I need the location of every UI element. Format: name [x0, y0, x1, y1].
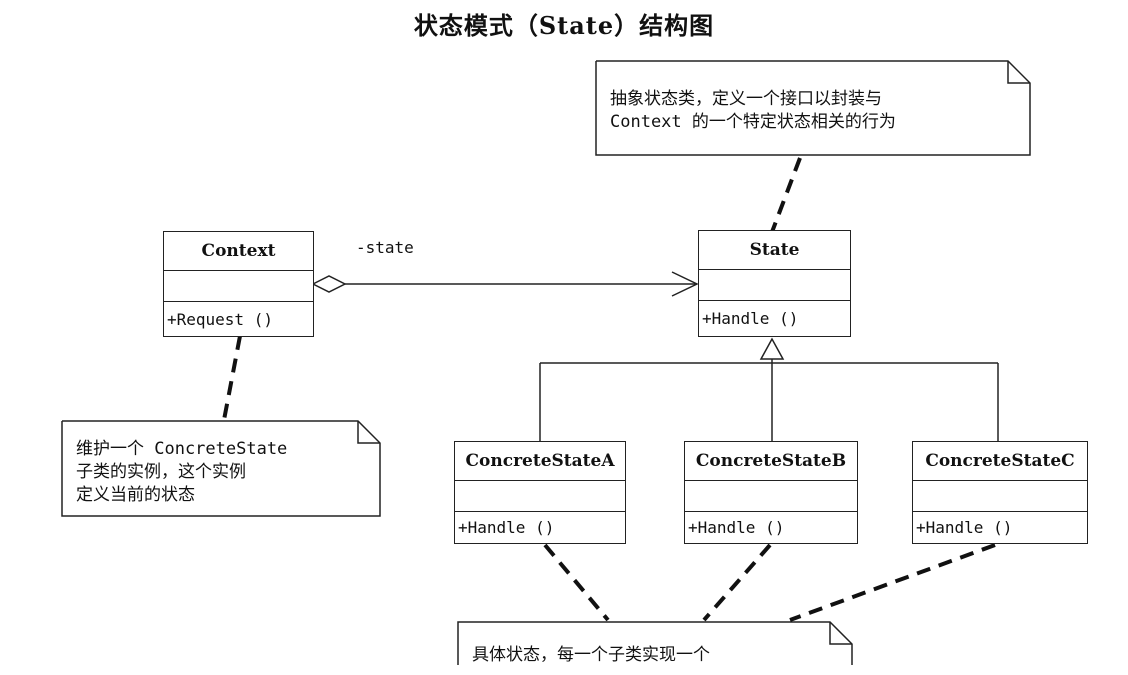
class-name: ConcreteStateA	[455, 442, 625, 481]
context-note-anchor	[222, 335, 242, 421]
context-note: 维护一个 ConcreteState 子类的实例，这个实例 定义当前的状态	[64, 430, 364, 515]
concrete-note-outline	[457, 621, 853, 665]
concrete-state-c-class: ConcreteStateC +Handle ()	[912, 441, 1088, 544]
note-line: 抽象状态类，定义一个接口以封装与	[610, 89, 882, 109]
state-class: State +Handle ()	[698, 230, 851, 337]
concrete-c-note-anchor	[789, 543, 996, 622]
class-operations: +Handle ()	[458, 518, 555, 537]
class-name: Context	[164, 232, 313, 271]
class-operations: +Handle ()	[702, 309, 799, 328]
class-operations: +Request ()	[167, 309, 273, 329]
class-operations: +Handle ()	[916, 518, 1013, 537]
aggregation-association	[311, 271, 699, 297]
class-attributes	[685, 481, 857, 512]
concrete-b-note-anchor	[702, 543, 772, 622]
state-note: 抽象状态类，定义一个接口以封装与 Context 的一个特定状态相关的行为	[598, 80, 1018, 142]
class-name: ConcreteStateB	[685, 442, 857, 481]
concrete-state-b-class: ConcreteStateB +Handle ()	[684, 441, 858, 544]
note-line: 定义当前的状态	[76, 485, 195, 505]
note-line: 维护一个 ConcreteState	[76, 439, 288, 459]
generalization-tree	[539, 337, 999, 441]
concrete-state-a-class: ConcreteStateA +Handle ()	[454, 441, 626, 544]
class-attributes	[455, 481, 625, 512]
concrete-a-note-anchor	[543, 543, 610, 622]
class-attributes	[164, 271, 313, 302]
class-name: ConcreteStateC	[913, 442, 1087, 481]
note-line: 具体状态，每一个子类实现一个	[472, 645, 710, 665]
class-name: State	[699, 231, 850, 270]
class-operations: +Handle ()	[688, 518, 785, 537]
association-role-label: -state	[356, 238, 414, 257]
context-class: Context +Request ()	[163, 231, 314, 337]
note-line: Context 的一个特定状态相关的行为	[610, 112, 896, 132]
diagram-title: 状态模式（State）结构图	[413, 11, 715, 40]
context-note-outline	[61, 420, 381, 517]
class-attributes	[913, 481, 1087, 512]
state-note-outline	[595, 60, 1031, 156]
concrete-note: 具体状态，每一个子类实现一个	[460, 636, 840, 675]
state-note-anchor	[770, 157, 802, 233]
class-attributes	[699, 270, 850, 301]
note-line: 子类的实例，这个实例	[76, 462, 246, 482]
